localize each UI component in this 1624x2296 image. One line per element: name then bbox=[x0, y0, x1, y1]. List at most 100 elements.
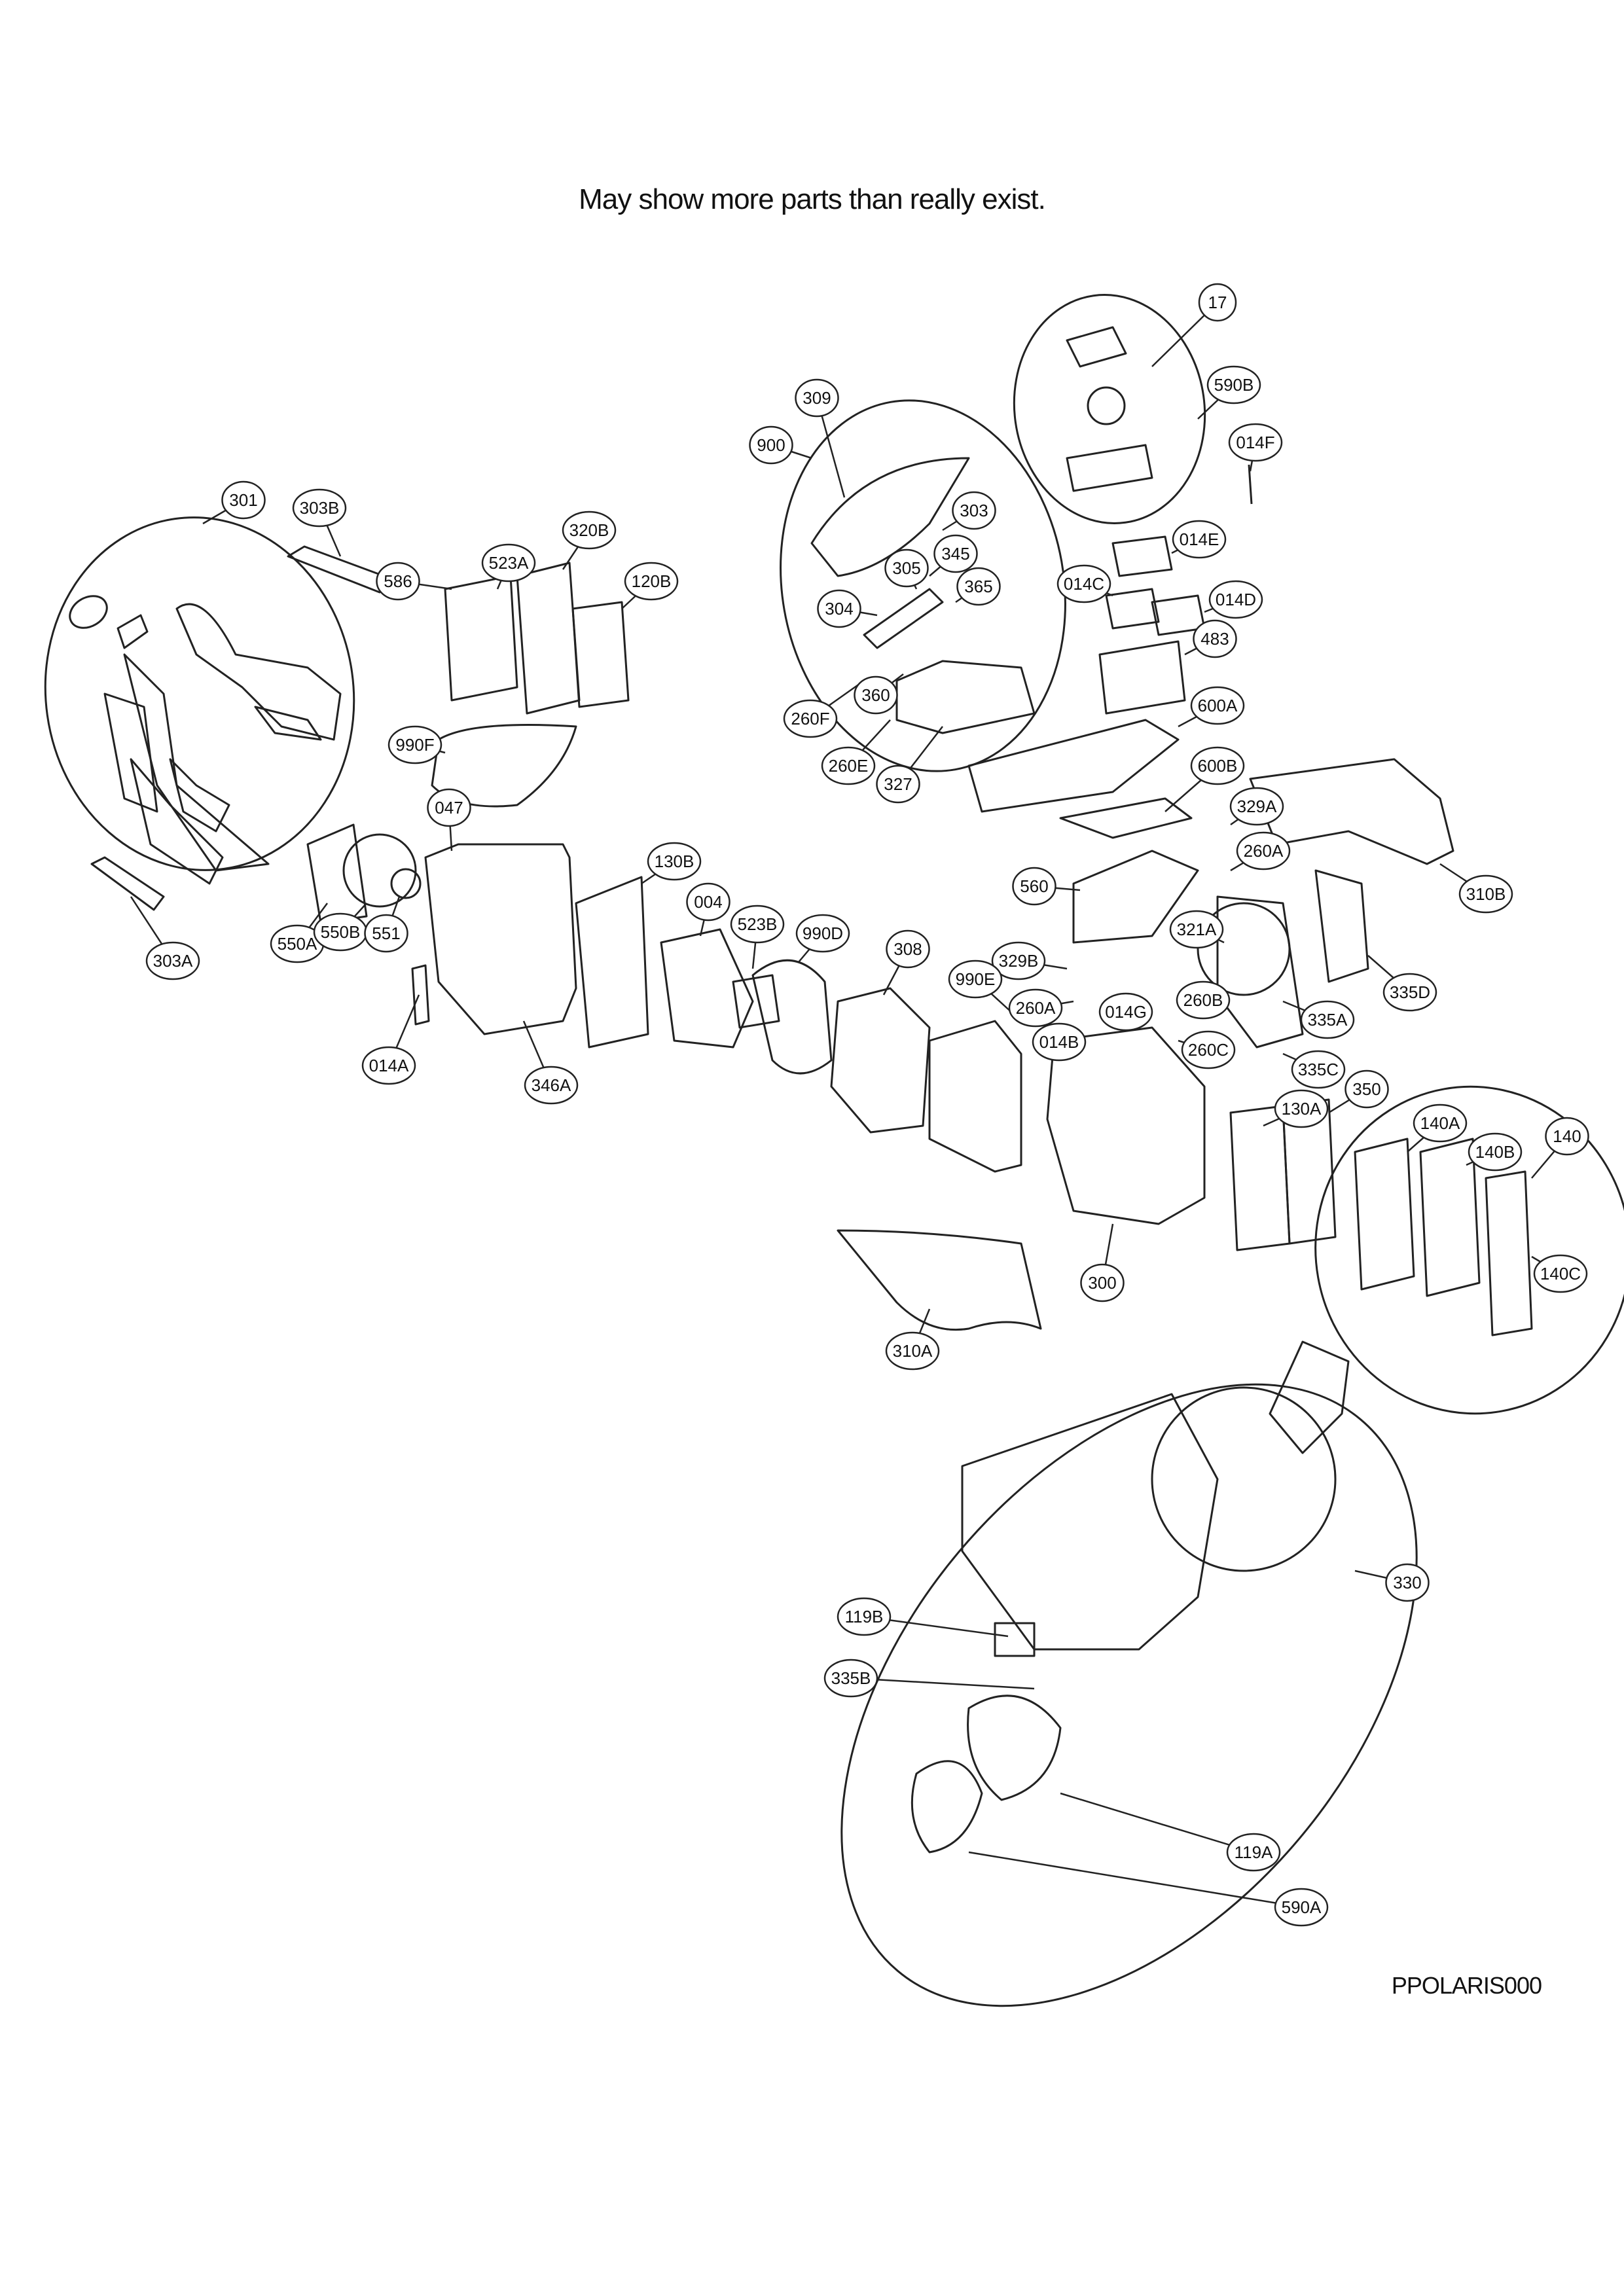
part-119A-hub bbox=[967, 1695, 1062, 1801]
part-120B bbox=[571, 601, 630, 708]
callout-circle bbox=[1458, 874, 1513, 914]
part-550B bbox=[342, 833, 417, 908]
callout-label-303: 303 bbox=[960, 501, 988, 520]
callout-label-140: 140 bbox=[1553, 1126, 1581, 1146]
callout-label-365: 365 bbox=[964, 577, 992, 596]
callout-circle bbox=[686, 882, 731, 922]
part-330-star bbox=[1269, 1340, 1350, 1454]
callout-circle bbox=[854, 675, 898, 715]
callout-circle bbox=[884, 548, 929, 588]
callout-circle bbox=[795, 378, 839, 418]
callout-circle bbox=[795, 914, 850, 953]
callout-labels: 17590B014F309900303345305365304360260F26… bbox=[145, 283, 1589, 1927]
callout-label-308: 308 bbox=[893, 939, 922, 959]
callout-label-260F: 260F bbox=[791, 709, 829, 728]
callout-circle bbox=[1344, 1069, 1389, 1109]
callout-label-523A: 523A bbox=[489, 553, 529, 573]
part-550A bbox=[306, 823, 368, 924]
callout-label-345: 345 bbox=[941, 544, 969, 564]
callout-circle bbox=[1098, 992, 1153, 1031]
callout-circle bbox=[1385, 1563, 1430, 1602]
callout-label-004: 004 bbox=[694, 892, 722, 912]
callout-circle bbox=[1208, 580, 1263, 619]
callout-circle bbox=[730, 905, 785, 944]
callout-label-990D: 990D bbox=[803, 924, 843, 943]
callout-label-17: 17 bbox=[1208, 293, 1227, 312]
callout-circle bbox=[1229, 787, 1284, 826]
part-308 bbox=[830, 987, 931, 1134]
callout-label-140C: 140C bbox=[1540, 1264, 1581, 1283]
part-600A bbox=[967, 719, 1180, 813]
diagram-code: PPOLARIS000 bbox=[1391, 1972, 1542, 1999]
callout-label-014C: 014C bbox=[1064, 574, 1104, 594]
callout-circle bbox=[1198, 283, 1237, 322]
callout-circle bbox=[823, 1659, 878, 1698]
callout-circle bbox=[524, 1066, 579, 1105]
callout-label-014D: 014D bbox=[1216, 590, 1256, 609]
callout-label-014A: 014A bbox=[369, 1056, 409, 1075]
part-17 bbox=[1066, 326, 1127, 368]
callout-circle bbox=[749, 425, 793, 465]
callout-label-551: 551 bbox=[372, 924, 400, 943]
callout-circle bbox=[361, 1046, 416, 1085]
callout-circle bbox=[1193, 619, 1237, 658]
callout-label-350: 350 bbox=[1352, 1079, 1380, 1099]
callout-circle bbox=[1012, 867, 1056, 906]
part-590B-knob bbox=[1087, 386, 1126, 425]
callout-label-335C: 335C bbox=[1298, 1060, 1339, 1079]
callout-label-321A: 321A bbox=[1177, 920, 1217, 939]
callout-label-523B: 523B bbox=[738, 914, 778, 934]
callout-circle bbox=[933, 534, 978, 573]
part-523A bbox=[444, 575, 518, 702]
callout-circle bbox=[562, 511, 617, 550]
callout-label-303B: 303B bbox=[300, 498, 340, 518]
callout-label-014E: 014E bbox=[1180, 529, 1219, 549]
callout-label-990F: 990F bbox=[395, 735, 434, 755]
callout-circle bbox=[1206, 365, 1261, 404]
callout-circle bbox=[956, 567, 1001, 606]
callout-label-327: 327 bbox=[884, 774, 912, 794]
callout-label-119A: 119A bbox=[1235, 1842, 1273, 1862]
callout-label-300: 300 bbox=[1088, 1273, 1116, 1293]
callout-label-047: 047 bbox=[435, 798, 463, 817]
part-590B-base bbox=[1066, 444, 1153, 492]
callout-circle bbox=[1176, 980, 1231, 1020]
part-drawings bbox=[44, 294, 1624, 2007]
callout-label-014B: 014B bbox=[1039, 1032, 1079, 1052]
callout-label-590B: 590B bbox=[1214, 375, 1254, 395]
part-327 bbox=[895, 660, 1036, 734]
callout-circle bbox=[1382, 973, 1437, 1012]
callout-label-550B: 550B bbox=[321, 922, 361, 942]
callout-label-310A: 310A bbox=[893, 1341, 933, 1361]
callout-circle bbox=[1172, 520, 1227, 559]
callout-circle bbox=[1226, 1833, 1281, 1872]
callout-circle bbox=[1032, 1022, 1087, 1062]
callout-circle bbox=[1169, 910, 1224, 949]
part-335A bbox=[1216, 895, 1304, 1049]
callout-circle bbox=[1291, 1050, 1346, 1089]
group-outline-140 bbox=[1314, 1085, 1624, 1415]
callout-label-014G: 014G bbox=[1105, 1002, 1147, 1022]
callout-circle bbox=[837, 1597, 892, 1636]
callout-label-305: 305 bbox=[892, 558, 920, 578]
callout-circle bbox=[364, 914, 408, 953]
part-301-covers bbox=[69, 595, 342, 885]
callout-circle bbox=[1300, 1000, 1355, 1039]
header-note: May show more parts than really exist. bbox=[579, 183, 1046, 215]
callout-circle bbox=[817, 589, 861, 628]
callout-label-550A: 550A bbox=[278, 934, 317, 954]
callout-label-260B: 260B bbox=[1183, 990, 1223, 1010]
part-140A bbox=[1354, 1138, 1415, 1291]
part-140B bbox=[1419, 1138, 1481, 1297]
leader-line bbox=[968, 1851, 1302, 1909]
part-551 bbox=[390, 868, 422, 899]
callout-label-260A: 260A bbox=[1244, 841, 1284, 861]
callout-circle bbox=[221, 480, 266, 520]
callout-circle bbox=[1274, 1089, 1329, 1128]
callout-label-303A: 303A bbox=[153, 951, 193, 971]
part-004 bbox=[660, 928, 754, 1049]
callout-circle bbox=[886, 929, 930, 969]
callout-circle bbox=[876, 764, 920, 804]
callout-circle bbox=[1228, 423, 1283, 462]
callout-circle bbox=[427, 788, 471, 827]
